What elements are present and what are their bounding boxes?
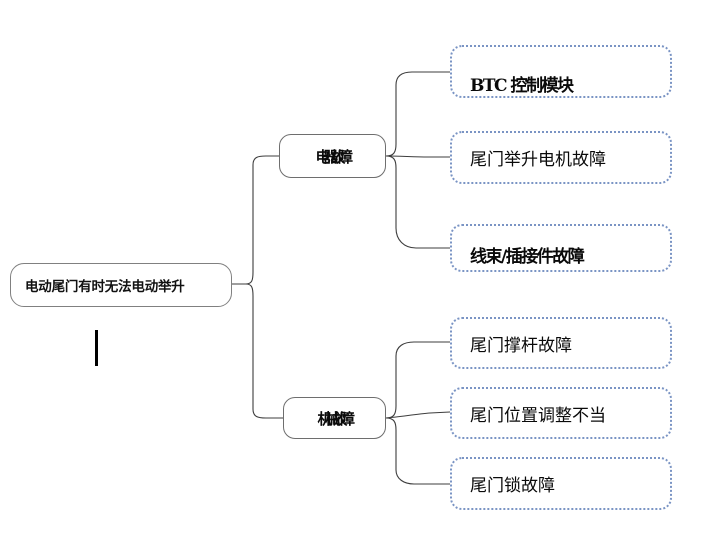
leaf-node-lift-motor-label: 尾门举升电机故障 [470, 150, 606, 170]
edge-root-to-mechanical [245, 283, 284, 419]
leaf-node-strut-label: 尾门撑杆故障 [470, 335, 572, 356]
root-node[interactable]: 电动尾门有时无法电动举升 [10, 263, 232, 307]
edge-electrical-to-motor [385, 155, 451, 158]
branch-node-mechanical[interactable]: 机械故障 [283, 397, 386, 439]
leaf-node-btc-module-label: BTC 控制模块 [470, 76, 574, 96]
edge-electrical-to-btc [385, 71, 451, 157]
edge-mechanical-to-position [385, 411, 451, 419]
edge-root-to-electrical [245, 155, 280, 285]
leaf-node-position[interactable]: 尾门位置调整不当 [450, 387, 672, 439]
branch-node-electrical[interactable]: 电器故障 [279, 134, 386, 178]
edge-electrical-to-harness [385, 155, 451, 249]
leaf-node-harness[interactable]: 线束/插接件故障 [450, 224, 672, 272]
leaf-node-lock-label: 尾门锁故障 [470, 476, 555, 496]
leaf-node-harness-label: 线束/插接件故障 [470, 246, 585, 267]
branch-node-electrical-label: 电器故障 [315, 147, 353, 166]
text-cursor [95, 330, 98, 366]
leaf-node-btc-module[interactable]: BTC 控制模块 [450, 45, 672, 98]
leaf-node-lock[interactable]: 尾门锁故障 [450, 457, 672, 510]
edge-mechanical-to-strut [385, 341, 451, 419]
edge-mechanical-to-lock [385, 417, 451, 485]
leaf-node-strut[interactable]: 尾门撑杆故障 [450, 317, 672, 369]
root-node-label: 电动尾门有时无法电动举升 [25, 279, 185, 295]
leaf-node-position-label: 尾门位置调整不当 [470, 405, 606, 426]
branch-node-mechanical-label: 机械故障 [317, 409, 355, 428]
leaf-node-lift-motor[interactable]: 尾门举升电机故障 [450, 131, 672, 184]
